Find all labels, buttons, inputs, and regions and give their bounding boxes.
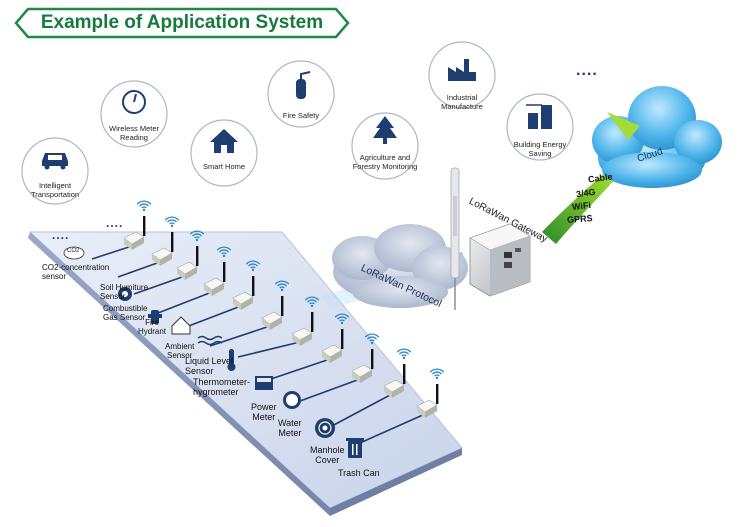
co2-cloud-icon bbox=[63, 246, 85, 260]
house-icon bbox=[210, 129, 238, 153]
trash-can-icon bbox=[346, 438, 364, 458]
tree-icon bbox=[373, 116, 397, 144]
app-label-fire-extinguisher: Fire Safety bbox=[282, 111, 320, 120]
app-label-tree: Agriculture and Forestry Monitoring bbox=[352, 153, 418, 171]
power-meter-icon bbox=[255, 376, 273, 390]
sensor-node-3 bbox=[157, 246, 232, 314]
app-circle-car bbox=[21, 137, 89, 205]
title-frame bbox=[14, 7, 350, 39]
sensor-node-6 bbox=[237, 296, 320, 358]
manhole-cover-icon bbox=[315, 418, 335, 438]
sensor-label-1: Soil Humiture Sensor bbox=[100, 283, 149, 301]
more-sensors-ellipsis-2: .... bbox=[106, 216, 124, 230]
fire-hydrant-icon bbox=[148, 310, 162, 324]
car-icon bbox=[42, 153, 68, 170]
sensor-label-9: Manhole Cover bbox=[310, 445, 345, 465]
more-applications-ellipsis: .... bbox=[576, 62, 598, 79]
app-circle-factory bbox=[428, 41, 496, 109]
sensor-node-0 bbox=[91, 200, 152, 260]
app-circle-building bbox=[506, 93, 574, 161]
app-label-meter-gauge: Wireless Meter Reading bbox=[108, 124, 159, 142]
sensor-label-4: Ambient Sensor bbox=[165, 342, 195, 360]
app-circle-house bbox=[190, 119, 258, 187]
co2-icon-text: CO2 bbox=[67, 248, 80, 254]
app-circle-tree bbox=[351, 112, 419, 180]
sensor-node-7 bbox=[267, 313, 350, 381]
sensor-label-6: Thermometer- hygrometer bbox=[193, 377, 251, 397]
liquid-level-icon bbox=[197, 335, 223, 346]
sensor-node-10 bbox=[359, 368, 445, 444]
sensor-label-8: Water Meter bbox=[278, 418, 302, 438]
app-label-factory: Industrial Manufacture bbox=[441, 93, 483, 111]
app-label-car: Intelligent Transportation bbox=[30, 181, 80, 199]
sensor-node-1 bbox=[117, 216, 180, 278]
sensor-label-10: Trash Can bbox=[338, 468, 380, 478]
sensor-icons bbox=[63, 246, 364, 458]
sensor-label-5: Liquid Level Sensor bbox=[185, 356, 234, 376]
sensor-node-5 bbox=[209, 280, 290, 347]
fire-extinguisher-icon bbox=[296, 71, 311, 99]
ambient-house-icon bbox=[171, 316, 191, 335]
sensor-label-2: Combustible Gas Sensor bbox=[103, 304, 148, 322]
more-sensors-ellipsis: .... bbox=[52, 228, 70, 242]
building-icon bbox=[526, 104, 552, 129]
water-meter-icon bbox=[283, 391, 301, 409]
uplink-label-3: GPRS bbox=[566, 213, 593, 225]
sensor-label-3: Fire Hydrant bbox=[138, 318, 167, 336]
protocol-cloud bbox=[332, 224, 468, 308]
app-circle-meter-gauge bbox=[100, 80, 168, 148]
meter-gauge-icon bbox=[122, 90, 146, 114]
page-title: Example of Application System bbox=[40, 12, 324, 33]
app-label-house: Smart Home bbox=[202, 162, 246, 171]
sensor-node-4 bbox=[185, 260, 261, 328]
sensor-node-2 bbox=[133, 230, 205, 295]
uplink-label-2: WiFi bbox=[571, 200, 592, 212]
sensor-label-7: Power Meter bbox=[251, 402, 277, 422]
app-label-building: Building Energy Saving bbox=[513, 140, 567, 158]
title-banner: Example of Application System bbox=[14, 7, 350, 39]
sensor-node-9 bbox=[329, 348, 412, 428]
app-circle-fire-extinguisher bbox=[267, 60, 335, 128]
lorawan-gateway bbox=[450, 167, 531, 310]
sensor-node-8 bbox=[299, 333, 380, 402]
gas-sensor-icon bbox=[118, 287, 132, 301]
cloud-shape bbox=[592, 86, 722, 188]
factory-icon bbox=[448, 59, 476, 81]
thermometer-icon bbox=[227, 349, 236, 371]
sensor-label-0: CO2-concentration sensor bbox=[42, 263, 110, 281]
